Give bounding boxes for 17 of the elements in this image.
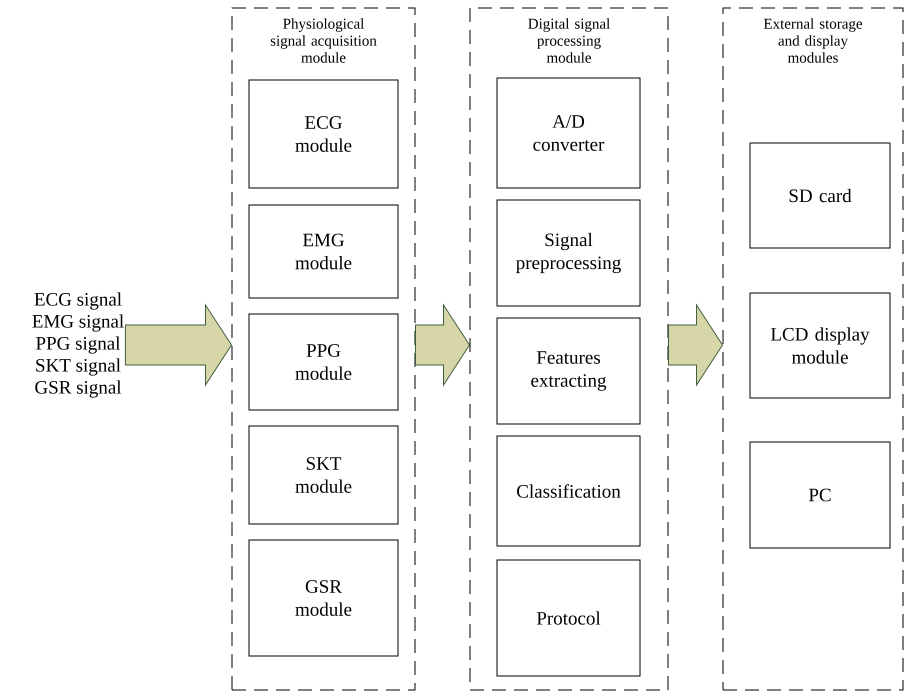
module-box: EMG module (248, 204, 398, 298)
module-box: Features extracting (496, 318, 640, 424)
block-arrow (415, 303, 470, 387)
module-box: GSR module (248, 540, 398, 656)
module-box: SKT module (248, 426, 398, 524)
block-arrow (124, 303, 232, 387)
block-arrow (668, 303, 724, 387)
module-box: PC (750, 442, 890, 548)
module-box: LCD display module (750, 292, 890, 398)
module-box: SD card (750, 142, 890, 248)
module-box: A/D converter (496, 78, 640, 188)
module-box: Classification (496, 436, 640, 546)
module-box: Protocol (496, 560, 640, 676)
module-box: Signal preprocessing (496, 200, 640, 306)
signal-list: ECG signal EMG signal PPG signal SKT signal GSR signal (32, 292, 124, 398)
module-box: PPG module (248, 314, 398, 410)
module-box: ECG module (248, 80, 398, 188)
